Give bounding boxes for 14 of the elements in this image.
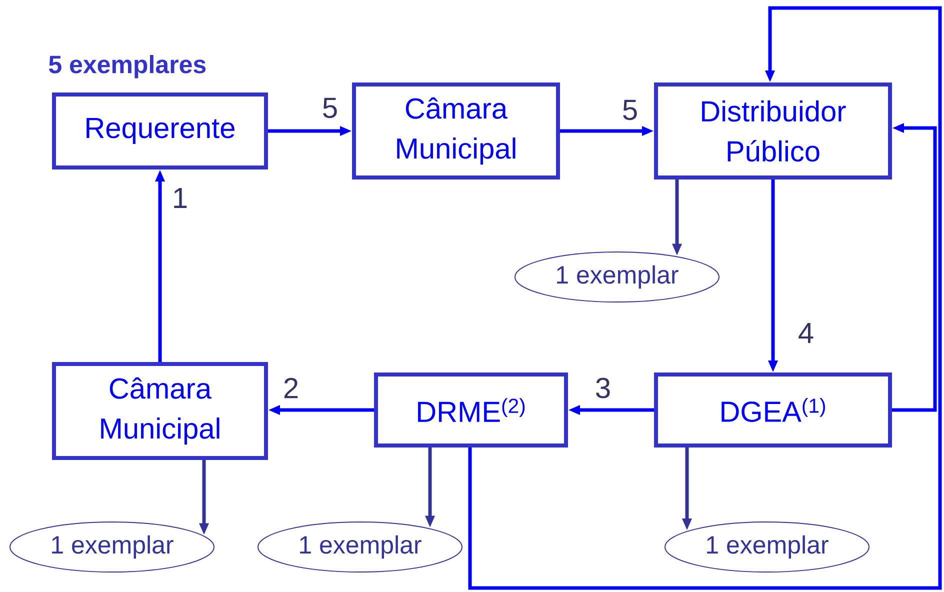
edge-label: 3 [596, 378, 610, 398]
process-box: Câmara Municipal [352, 82, 560, 180]
edge-label: 5 [623, 100, 637, 120]
process-box: DGEA$^{(1)}$ [654, 372, 892, 448]
edge-label: 5 [323, 98, 337, 118]
process-box: DRME$^{(2)}$ [374, 372, 568, 448]
edge-label: 2 [284, 378, 298, 398]
process-box: Câmara Municipal [52, 362, 268, 460]
heading-label: 5 exemplares [48, 55, 206, 78]
process-box: Requerente [52, 92, 268, 170]
process-box: Distribuidor Público [654, 82, 892, 180]
edge-label: 1 [174, 188, 187, 208]
arrow [468, 6, 942, 590]
edge-label: 4 [798, 323, 814, 343]
